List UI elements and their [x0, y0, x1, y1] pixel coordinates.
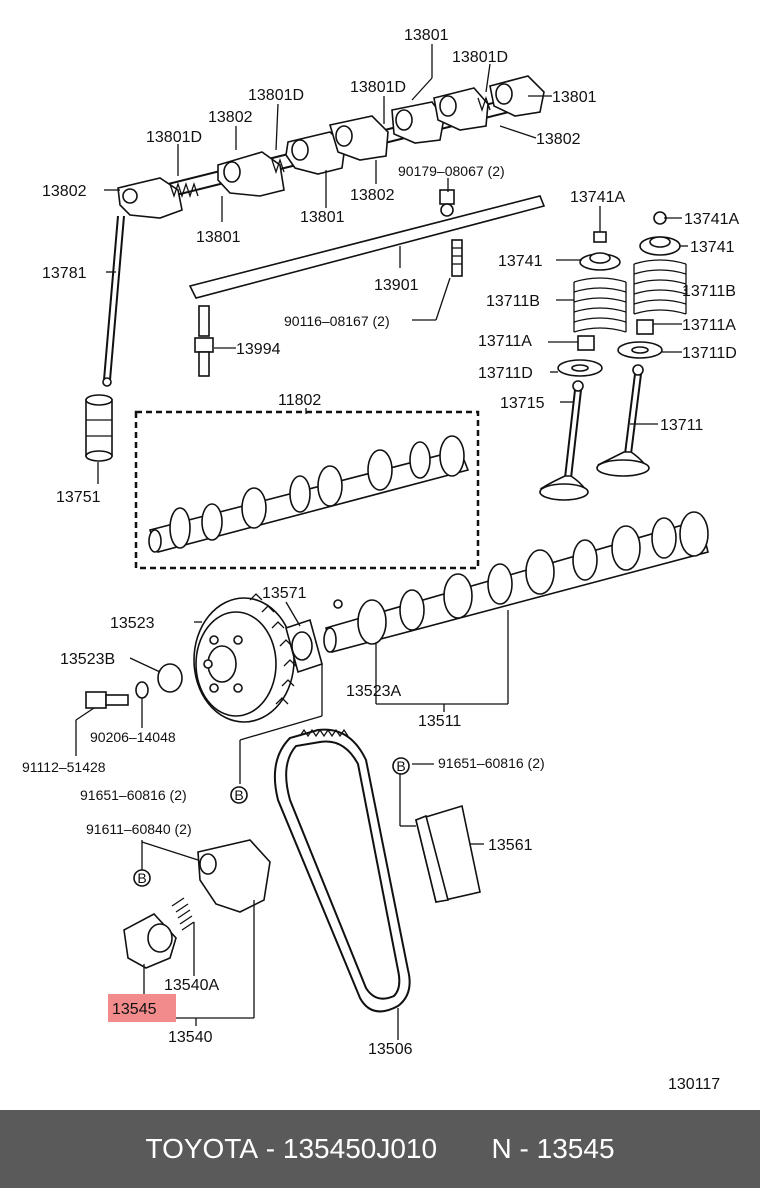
label-90116: 90116–08167 (2) [284, 313, 390, 329]
label-13711B: 13711B [486, 293, 540, 310]
rocker-arm-6 [433, 87, 489, 131]
label-13801D: 13801D [146, 129, 202, 146]
label-91112: 91112–51428 [22, 759, 106, 775]
marker-b-right: B [392, 757, 410, 775]
marker-b-text: B [396, 758, 405, 774]
label-13511: 13511 [418, 713, 461, 730]
label-13801: 13801 [404, 27, 449, 44]
part-labels: 13801 13801D 13801 13801D 13802 13801D 1… [22, 27, 739, 1058]
spacer [437, 1133, 491, 1165]
chain-guide-13561 [415, 804, 481, 903]
label-13994: 13994 [236, 341, 281, 358]
label-13801D: 13801D [452, 49, 508, 66]
label-13711: 13711 [660, 417, 703, 434]
footer-bar: TOYOTA - 135450J010 N - 13545 [0, 1110, 760, 1188]
chain-tensioner-13540 [197, 839, 271, 913]
label-13711A: 13711A [682, 317, 736, 334]
label-13523: 13523 [110, 615, 155, 632]
stud-90116 [451, 239, 463, 277]
label-13801: 13801 [552, 89, 597, 106]
rocker-arm-4 [328, 115, 389, 161]
marker-b-text: B [234, 787, 243, 803]
label-13801: 13801 [300, 209, 345, 226]
separator: - [258, 1133, 283, 1164]
camshaft-sprocket-13523 [193, 593, 297, 723]
label-13571: 13571 [262, 585, 307, 602]
label-91651: 91651–60816 (2) [80, 787, 187, 803]
bolt-91112 [85, 691, 129, 709]
label-13523A: 13523A [346, 683, 401, 700]
label-13540: 13540 [168, 1029, 213, 1046]
marker-b-left: B [230, 786, 248, 804]
valve-lifter-13751 [85, 394, 113, 462]
knock-pin-90206 [135, 681, 149, 699]
adjusting-screw-13994 [194, 305, 214, 377]
diagram-number: 13545 [536, 1133, 615, 1164]
marker-b-text: B [137, 870, 146, 886]
label-13715: 13715 [500, 395, 545, 412]
label-13751: 13751 [56, 489, 101, 506]
label-13802: 13802 [350, 187, 395, 204]
parts-diagram: B B B 13801 13801D 13801 13801D 13802 13… [22, 27, 739, 1093]
plunger-13545 [123, 913, 177, 969]
part-number: 135450J010 [282, 1133, 438, 1164]
label-13901: 13901 [374, 277, 419, 294]
label-13741A: 13741A [570, 189, 625, 206]
label-13711B: 13711B [682, 283, 736, 300]
spring-13540A [171, 897, 195, 931]
rocker-arm-2 [217, 151, 285, 197]
label-13545: 13545 [112, 1001, 157, 1018]
label-13802: 13802 [42, 183, 87, 200]
rocker-arm-7 [489, 75, 545, 117]
label-13711D: 13711D [478, 365, 533, 382]
valve-train-left [539, 231, 627, 501]
label-13711D: 13711D [682, 345, 737, 362]
diagram-ref-code: 130117 [668, 1076, 721, 1093]
rocker-springs [169, 95, 491, 199]
label-11802: 11802 [278, 392, 321, 409]
n-prefix: N [491, 1133, 512, 1164]
rocker-arm-assembly [117, 75, 545, 219]
label-13781: 13781 [42, 265, 87, 282]
leader-lines [75, 44, 688, 1040]
valve-train-right [596, 211, 687, 477]
label-13741A: 13741A [684, 211, 739, 228]
label-13802: 13802 [536, 131, 581, 148]
label-13506: 13506 [368, 1041, 413, 1058]
label-13801: 13801 [196, 229, 241, 246]
rocker-arm-5 [391, 101, 445, 144]
label-13802: 13802 [208, 109, 253, 126]
label-13741: 13741 [498, 253, 543, 270]
highlight-13545 [108, 994, 176, 1022]
label-13711A: 13711A [478, 333, 532, 350]
rocker-support-13901 [188, 189, 546, 299]
washer-13523B [157, 663, 183, 693]
label-13741: 13741 [690, 239, 735, 256]
label-13561: 13561 [488, 837, 533, 854]
label-90206: 90206–14048 [90, 729, 176, 745]
label-13540A: 13540A [164, 977, 219, 994]
timing-chain-13506 [273, 728, 411, 1013]
exploded-view-drawing: B B B 13801 13801D 13801 13801D 13802 13… [22, 27, 739, 1058]
label-13523B: 13523B [60, 651, 115, 668]
rocker-arm-1 [117, 177, 183, 219]
brand-name: TOYOTA [145, 1133, 259, 1164]
rocker-arm-3 [285, 131, 346, 175]
camshaft-13511 [323, 511, 709, 653]
label-90179: 90179–08067 (2) [398, 163, 505, 179]
label-91651: 91651–60816 (2) [438, 755, 545, 771]
label-91611: 91611–60840 (2) [86, 821, 192, 837]
label-13801D: 13801D [248, 87, 304, 104]
label-13801D: 13801D [350, 79, 406, 96]
camshaft-11802 [134, 410, 480, 570]
separator: - [511, 1133, 537, 1164]
thrust-plate-13571 [285, 618, 323, 674]
marker-b-bottom: B [133, 869, 151, 887]
push-rod-13781 [102, 215, 125, 387]
